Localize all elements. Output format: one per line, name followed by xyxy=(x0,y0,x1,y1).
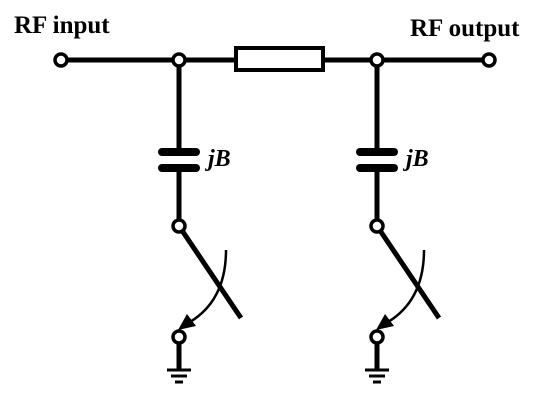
arrowhead-icon xyxy=(178,314,196,330)
ground-icon xyxy=(365,368,389,384)
switch-arc-icon xyxy=(387,249,426,324)
right-shunt-branch: jB xyxy=(356,60,442,384)
capacitor-icon xyxy=(158,148,200,156)
switch-arc-icon xyxy=(189,249,228,324)
ground-icon xyxy=(167,368,191,384)
right-jb-label: jB xyxy=(402,146,429,172)
left-shunt-branch: jB xyxy=(158,60,244,384)
capacitor-icon xyxy=(356,148,398,156)
rf-input-label: RF input xyxy=(14,12,110,39)
right-switch-contact xyxy=(369,329,385,345)
right-switch-pivot xyxy=(369,218,385,234)
left-junction-node xyxy=(171,52,187,68)
arrowhead-icon xyxy=(376,314,394,330)
rf-output-label: RF output xyxy=(410,15,520,42)
right-junction-node xyxy=(369,52,385,68)
rf-output-terminal xyxy=(481,52,497,68)
switch-arm-icon xyxy=(374,224,442,320)
left-switch-contact xyxy=(171,329,187,345)
resistor-icon xyxy=(234,46,325,72)
rf-input-terminal xyxy=(53,52,69,68)
left-jb-label: jB xyxy=(204,146,231,172)
switch-arm-icon xyxy=(176,224,244,320)
left-switch-pivot xyxy=(171,218,187,234)
